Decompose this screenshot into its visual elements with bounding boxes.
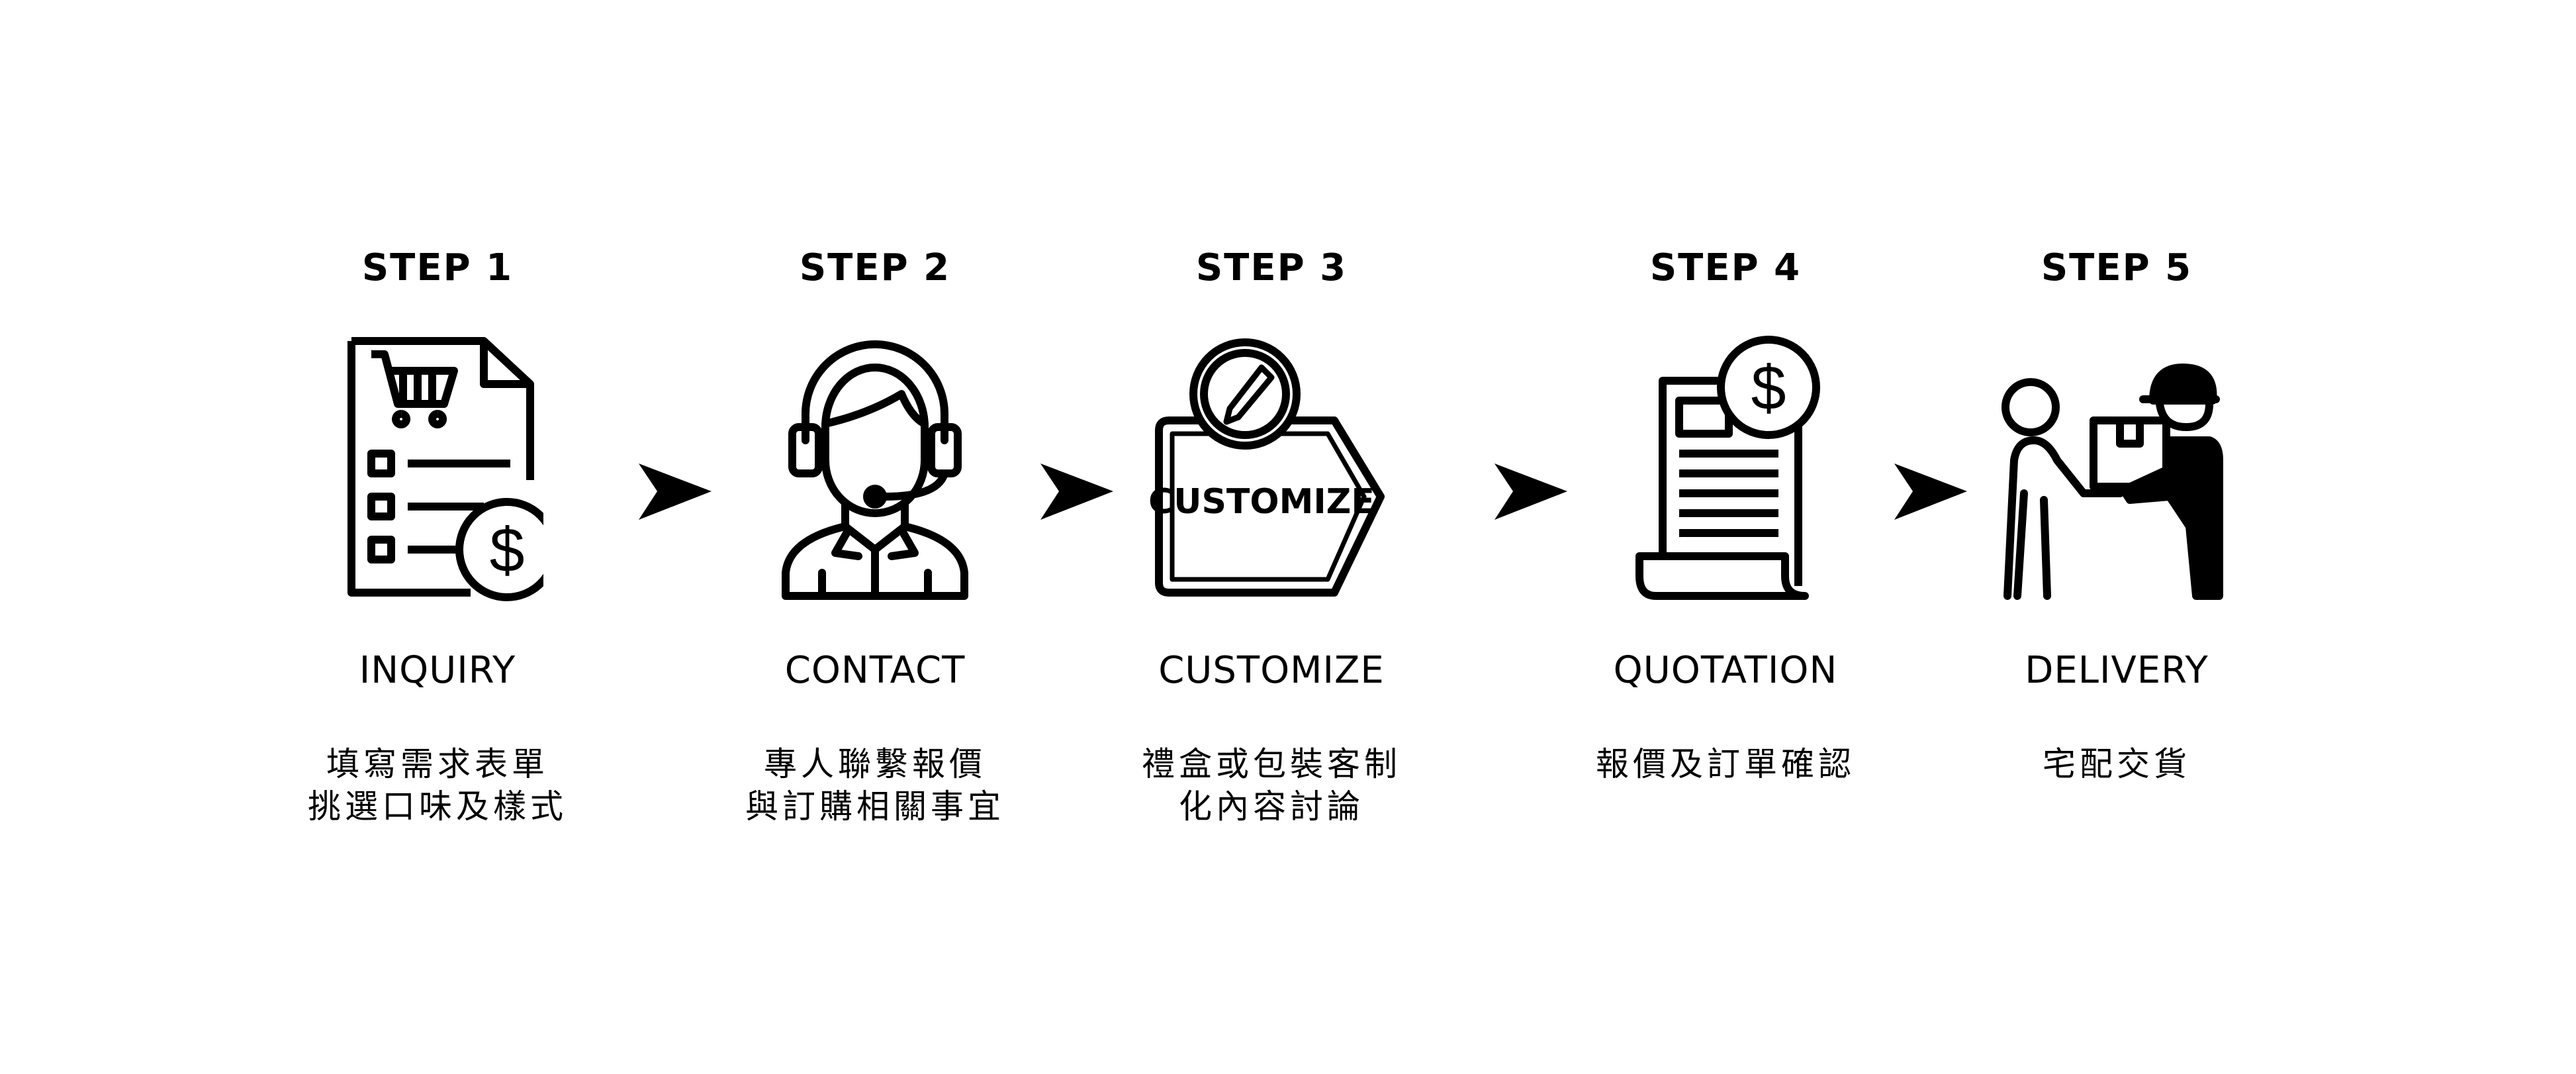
step-title: CUSTOMIZE <box>1158 649 1385 692</box>
step-title: CONTACT <box>784 649 966 692</box>
step-label: STEP 4 <box>1649 246 1802 289</box>
description-line: 禮盒或包裝客制 <box>1142 745 1401 783</box>
arrow-right-icon <box>1894 464 1967 520</box>
delivery-handover-icon <box>2001 364 2223 600</box>
description-line: 報價及訂單確認 <box>1596 745 1855 783</box>
inquiry-form-cart-dollar-icon: $ <box>347 337 543 601</box>
description-line: 宅配交貨 <box>2043 745 2191 783</box>
step-description: 宅配交貨 <box>1918 743 2315 785</box>
step-title: QUOTATION <box>1613 649 1838 692</box>
description-line: 挑選口味及樣式 <box>308 787 567 826</box>
arrow-right-icon <box>639 464 712 520</box>
description-line: 化內容討論 <box>1179 787 1364 826</box>
headset-agent-icon <box>782 340 968 600</box>
step-description: 禮盒或包裝客制 化內容討論 <box>1073 743 1470 828</box>
step-label: STEP 2 <box>799 246 951 289</box>
quotation-document-dollar-icon: $ <box>1635 336 1820 600</box>
description-line: 填寫需求表單 <box>326 745 549 783</box>
customize-tag-pencil-icon: CUSTOMIZE <box>1148 338 1385 597</box>
description-line: 與訂購相關事宜 <box>745 787 1005 826</box>
step-label: STEP 1 <box>361 246 514 289</box>
step-description: 專人聯繫報價 與訂購相關事宜 <box>676 743 1074 828</box>
svg-text:$: $ <box>1751 353 1786 423</box>
arrow-right-icon <box>1495 464 1567 520</box>
step-description: 填寫需求表單 挑選口味及樣式 <box>239 743 636 828</box>
step-title: DELIVERY <box>2025 649 2209 692</box>
step-description: 報價及訂單確認 <box>1527 743 1924 785</box>
step-label: STEP 5 <box>2041 246 2193 289</box>
step-label: STEP 3 <box>1195 246 1348 289</box>
arrow-right-icon <box>1040 464 1113 520</box>
customize-tag-text: CUSTOMIZE <box>1148 482 1375 522</box>
step-title: INQUIRY <box>359 649 516 692</box>
description-line: 專人聯繫報價 <box>764 745 986 783</box>
svg-text:$: $ <box>490 515 525 585</box>
